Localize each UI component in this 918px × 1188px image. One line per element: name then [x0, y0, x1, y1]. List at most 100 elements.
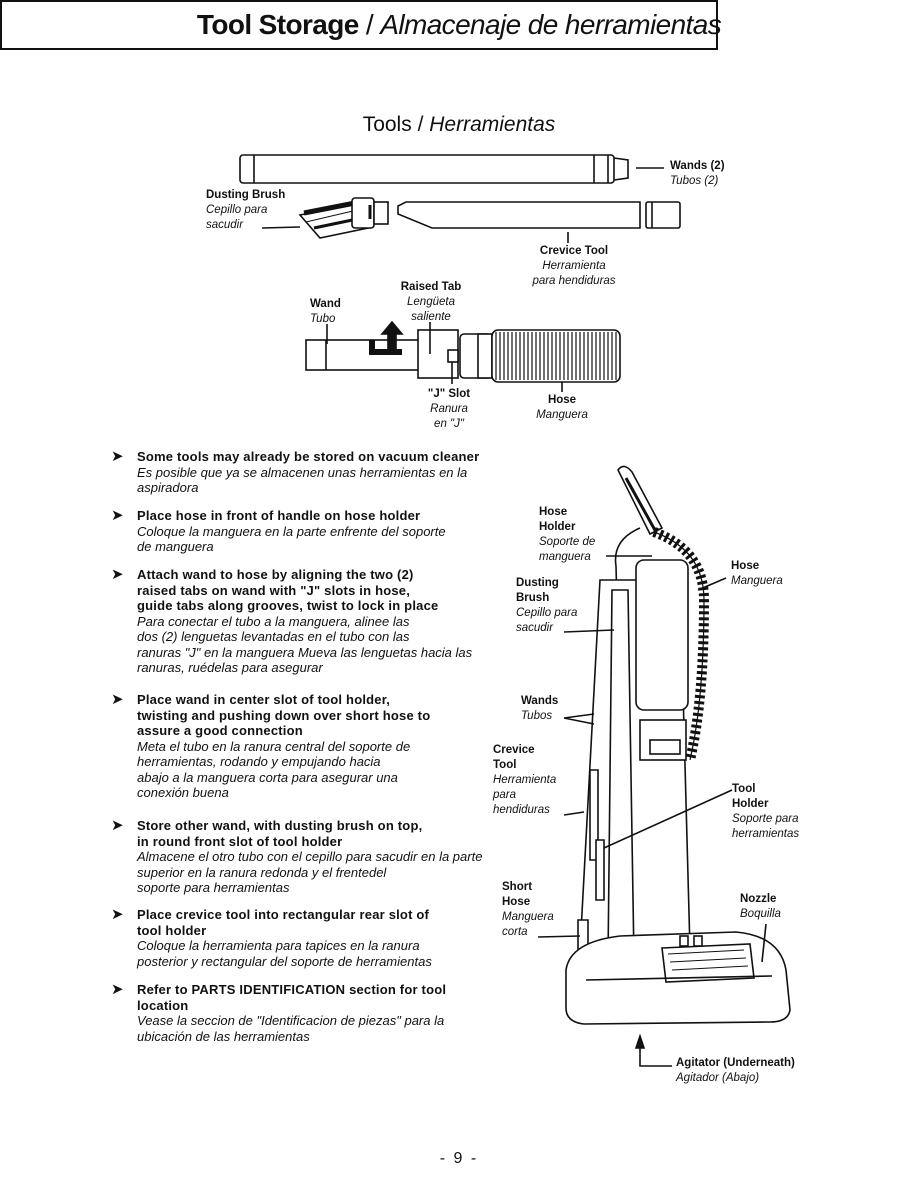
- page-title: Tool Storage / Almacenaje de herramienta…: [0, 9, 918, 41]
- step-4-es-line: Meta el tubo en la ranura central del so…: [137, 738, 411, 754]
- label-j-slot-en: "J" Slot: [427, 388, 471, 400]
- step-4-en-line: Place wand in center slot of tool holder…: [137, 692, 391, 707]
- label-hose-side-en: Hose: [731, 560, 760, 572]
- step-4-es-line: abajo a la manguera corta para asegurar …: [137, 769, 398, 785]
- step-3-text: Attach wand to hose by aligning the two …: [137, 567, 472, 676]
- label-agitator-en: Agitator (Underneath): [676, 1057, 795, 1069]
- step-3-es-line: ranuras "J" en la manguera Mueva las len…: [137, 644, 473, 660]
- label-crevice-tool-side-es2: para: [493, 789, 517, 801]
- tools-heading-es: Herramientas: [429, 113, 556, 136]
- label-hose-top-es: Manguera: [536, 409, 588, 421]
- step-5-es-line: superior en la ranura redonda y el frent…: [137, 864, 387, 880]
- step-7-en-line: Refer to PARTS IDENTIFICATION section fo…: [137, 982, 447, 997]
- label-raised-tab-es1: Lengüeta: [407, 296, 455, 308]
- step-5-en-line: in round front slot of tool holder: [137, 833, 343, 849]
- bullet-arrow-icon: ➤: [111, 817, 124, 834]
- step-6-text: Place crevice tool into rectangular rear…: [137, 907, 432, 969]
- title-es: Almacenaje de herramientas: [380, 9, 722, 40]
- label-crevice-tool-side-es1: Herramienta: [493, 774, 557, 786]
- label-wands-side-en: Wands: [521, 695, 559, 707]
- step-1-es-line: aspiradora: [137, 480, 199, 495]
- label-hose-holder-es1: Soporte de: [539, 536, 596, 548]
- label-hose-holder-es2: manguera: [539, 551, 591, 563]
- title-separator: /: [358, 9, 381, 40]
- page-number: - 9 -: [439, 1150, 479, 1167]
- step-3-es-line: ranuras, ruédelas para asegurar: [137, 660, 323, 675]
- bullet-arrow-icon: ➤: [111, 906, 124, 923]
- label-short-hose-es2: corta: [502, 926, 528, 938]
- label-j-slot-es2: en "J": [434, 418, 464, 430]
- crevice-tool-illustration: [397, 201, 681, 243]
- label-agitator-es: Agitador (Abajo): [676, 1072, 760, 1084]
- step-3-es-line: dos (2) lenguetas levantadas en el tubo …: [137, 629, 410, 644]
- label-crevice-tool-side-es3: hendiduras: [493, 804, 550, 816]
- title-box: Tool Storage / Almacenaje de herramienta…: [0, 0, 722, 50]
- label-hose-top-en: Hose: [547, 394, 577, 406]
- label-crevice-tool-side-en2: Tool: [493, 759, 517, 771]
- label-raised-tab-es2: saliente: [411, 311, 451, 323]
- step-3-es-line: Para conectar el tubo a la manguera, ali…: [137, 613, 410, 629]
- step-4-en-line: assure a good connection: [137, 723, 303, 738]
- tools-heading-en: Tools: [362, 113, 412, 136]
- label-dusting-brush-side-en1: Dusting: [516, 577, 559, 589]
- label-dusting-brush-top-es1: Cepillo para: [206, 204, 268, 216]
- bullet-arrow-icon: ➤: [111, 448, 124, 465]
- label-dusting-brush-side-en2: Brush: [516, 592, 550, 604]
- step-2-es-line: Coloque la manguera en la parte enfrente…: [137, 523, 446, 539]
- label-raised-tab-en: Raised Tab: [400, 281, 462, 293]
- label-wands: Wands (2)Tubos (2): [670, 159, 725, 189]
- step-7-text: Refer to PARTS IDENTIFICATION section fo…: [137, 982, 446, 1044]
- label-tool-holder-en2: Holder: [732, 798, 769, 810]
- label-wands-side-es: Tubos: [521, 710, 553, 722]
- wand-hose-illustration: [305, 320, 621, 383]
- tools-heading: Tools / Herramientas: [0, 113, 918, 137]
- label-agitator: Agitator (Underneath) Agitador (Abajo): [676, 1056, 795, 1086]
- label-hose-holder-en1: Hose: [539, 506, 568, 518]
- vacuum-illustration: [565, 465, 791, 1025]
- label-short-hose-es1: Manguera: [502, 911, 554, 923]
- step-7-es-line: ubicación de las herramientas: [137, 1028, 310, 1044]
- step-2-es-line: de manguera: [137, 539, 214, 554]
- label-hose-side-es: Manguera: [731, 575, 783, 587]
- step-5-text: Store other wand, with dusting brush on …: [137, 818, 482, 896]
- title-en: Tool Storage: [196, 9, 359, 40]
- step-3-en-line: raised tabs on wand with "J" slots in ho…: [137, 582, 411, 598]
- wand-illustration: [239, 154, 664, 184]
- step-6-en-line: Place crevice tool into rectangular rear…: [137, 907, 430, 922]
- label-crevice-tool-top-es2: para hendiduras: [532, 275, 616, 287]
- step-4-en-line: twisting and pushing down over short hos…: [137, 707, 431, 723]
- step-4-text: Place wand in center slot of tool holder…: [137, 692, 430, 801]
- step-6-es-line: posterior y rectangular del soporte de h…: [137, 953, 432, 969]
- step-3-en-line: guide tabs along grooves, twist to lock …: [137, 598, 439, 613]
- step-1-es-line: Es posible que ya se almacenen unas herr…: [137, 464, 468, 480]
- label-nozzle-en: Nozzle: [740, 893, 777, 905]
- bullet-arrow-icon: ➤: [111, 981, 124, 998]
- tools-heading-sep: /: [411, 113, 430, 136]
- bullet-arrow-icon: ➤: [111, 691, 124, 708]
- step-5-es-line: Almacene el otro tubo con el cepillo par…: [137, 849, 483, 864]
- label-crevice-tool-side-en1: Crevice: [493, 744, 535, 756]
- step-1-text: Some tools may already be stored on vacu…: [137, 449, 479, 496]
- step-1-en-line: Some tools may already be stored on vacu…: [137, 449, 480, 464]
- label-dusting-brush-top-es2: sacudir: [206, 219, 244, 231]
- label-short-hose-en1: Short: [502, 881, 533, 893]
- step-6-en-line: tool holder: [137, 922, 207, 938]
- label-tool-holder-es1: Soporte para: [732, 813, 799, 825]
- step-5-es-line: soporte para herramientas: [137, 880, 290, 895]
- step-4-es-line: conexión buena: [137, 785, 229, 800]
- step-3-en-line: Attach wand to hose by aligning the two …: [137, 567, 414, 582]
- dusting-brush-illustration: [261, 197, 389, 239]
- step-6-es-line: Coloque la herramienta para tapices en l…: [137, 938, 420, 953]
- label-nozzle-es: Boquilla: [740, 908, 781, 920]
- step-4-es-line: herramientas, rodando y empujando hacia: [137, 754, 381, 769]
